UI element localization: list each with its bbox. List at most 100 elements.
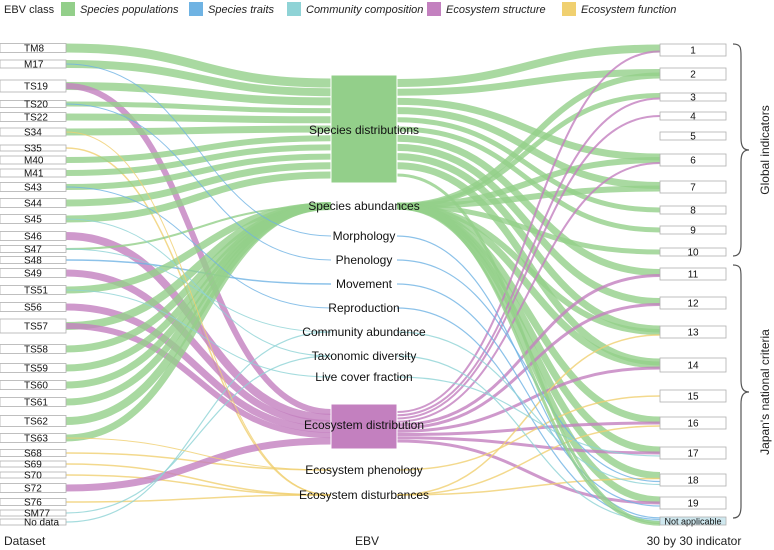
group-label-japan: Japan's national criteria — [758, 329, 772, 455]
flow-link — [396, 376, 661, 457]
dataset-label: S44 — [24, 199, 42, 210]
indicator-node — [659, 205, 727, 215]
legend-swatch-3 — [427, 2, 441, 16]
dataset-node — [0, 318, 67, 334]
flow-link — [65, 162, 332, 207]
flow-link — [396, 97, 661, 417]
dataset-node — [0, 155, 67, 165]
indicator-label: 8 — [690, 206, 696, 217]
dataset-label: TS22 — [24, 113, 48, 124]
flow-link — [396, 126, 661, 233]
dataset-label: TM8 — [24, 44, 44, 55]
indicator-node — [659, 247, 727, 257]
flow-link — [396, 283, 661, 507]
ebv-label: Taxonomic diversity — [312, 349, 417, 363]
legend-label-0: Species populations — [80, 4, 179, 16]
flow-link — [65, 131, 332, 496]
dataset-label: TS20 — [24, 100, 48, 111]
flow-link — [65, 437, 332, 492]
flow-link — [396, 93, 661, 209]
indicator-node — [659, 153, 727, 167]
dataset-node — [0, 182, 67, 192]
flow-link — [396, 50, 661, 413]
flow-link — [65, 248, 332, 333]
dataset-node — [0, 380, 67, 390]
dataset-label: M17 — [24, 60, 44, 71]
ebv-label: Species distributions — [309, 123, 419, 137]
legend-swatch-1 — [189, 2, 203, 16]
dataset-label: TS63 — [24, 434, 48, 445]
column-label-ebv: EBV — [355, 534, 379, 548]
flow-link — [65, 135, 332, 163]
dataset-node — [0, 59, 67, 69]
group-braces: Global indicators Japan's national crite… — [732, 43, 772, 519]
flow-link — [65, 259, 332, 285]
indicator-label: 5 — [690, 132, 696, 143]
flow-link — [65, 144, 332, 176]
ebv-node-box — [330, 74, 398, 184]
dataset-label: TS59 — [24, 364, 48, 375]
flow-link — [65, 331, 332, 523]
flow-link — [65, 323, 332, 439]
dataset-label: S35 — [24, 144, 42, 155]
flow-link — [65, 171, 332, 223]
dataset-label: TS60 — [24, 381, 48, 392]
ebv-label: Ecosystem phenology — [305, 463, 422, 477]
dataset-node — [0, 344, 67, 354]
dataset-node — [0, 127, 67, 137]
indicator-node — [659, 496, 727, 510]
dataset-node — [0, 214, 67, 224]
flow-link — [65, 101, 332, 114]
indicator-node — [659, 267, 727, 281]
ebv-label: Phenology — [336, 253, 393, 267]
indicator-label: 11 — [688, 270, 699, 281]
flow-link — [65, 437, 332, 471]
indicator-label: 13 — [687, 328, 699, 339]
dataset-label: TS51 — [24, 286, 48, 297]
indicator-node — [659, 416, 727, 430]
flow-link — [65, 474, 332, 496]
dataset-node — [0, 256, 67, 264]
indicator-label: 14 — [687, 361, 699, 372]
dataset-node — [0, 268, 67, 278]
column-label-indicator: 30 by 30 indicator — [647, 534, 742, 548]
indicator-label: 16 — [687, 419, 699, 430]
flow-link — [396, 425, 661, 496]
dataset-label: S49 — [24, 269, 42, 280]
indicator-node — [659, 180, 727, 194]
dataset-node — [0, 112, 67, 122]
flow-link — [65, 218, 332, 357]
legend-label-3: Ecosystem structure — [446, 4, 546, 16]
flow-link — [65, 355, 332, 514]
dataset-node — [0, 460, 67, 468]
dataset-node — [0, 43, 67, 53]
dataset-node — [0, 79, 67, 93]
legend-swatch-0 — [61, 2, 75, 16]
flow-link — [396, 162, 661, 366]
dataset-node — [0, 168, 67, 178]
dataset-label: S56 — [24, 303, 42, 314]
ebv-label: Movement — [336, 277, 393, 291]
column-label-dataset: Dataset — [4, 534, 46, 548]
flow-link — [396, 134, 661, 276]
flow-link — [396, 235, 661, 519]
flow-link — [396, 334, 661, 496]
indicator-node — [659, 389, 727, 403]
indicator-label: 18 — [687, 476, 699, 487]
flow-link — [65, 269, 332, 428]
flow-link — [396, 421, 661, 437]
dataset-node — [0, 100, 67, 108]
dataset-label: M41 — [24, 169, 44, 180]
dataset-label: M40 — [24, 156, 44, 167]
flow-link — [65, 494, 332, 503]
flow-link — [65, 125, 332, 136]
dataset-label: SM77 — [24, 509, 51, 520]
flow-link — [65, 63, 332, 237]
flow-link — [396, 355, 661, 522]
indicator-label: 2 — [690, 70, 696, 81]
flow-link — [396, 259, 661, 483]
